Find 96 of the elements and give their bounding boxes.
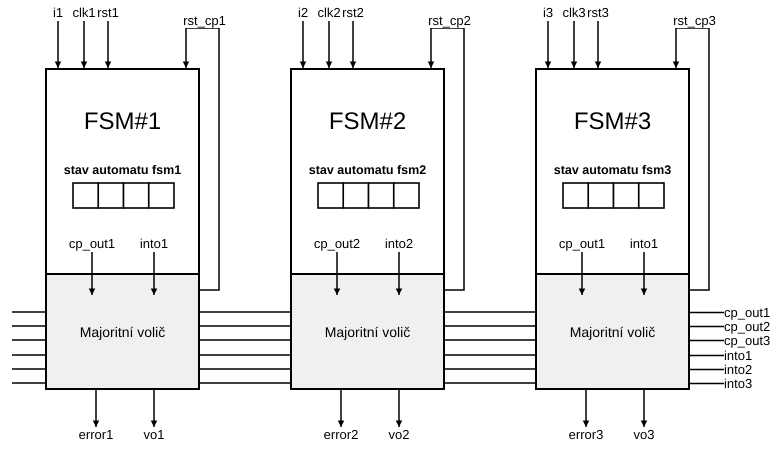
signal-label: into2 <box>724 362 752 377</box>
arrow <box>396 390 402 427</box>
signal-label: rst1 <box>97 5 119 20</box>
signal-label: into1 <box>630 236 658 251</box>
signal-line <box>445 354 535 356</box>
arrow <box>428 27 465 291</box>
signal-label: cp_out2 <box>314 236 360 251</box>
signal-line <box>690 312 724 314</box>
arrow <box>326 21 332 68</box>
arrow <box>578 252 586 295</box>
signal-label: cp_out3 <box>724 333 770 348</box>
arrow <box>672 27 710 291</box>
signal-line <box>12 325 45 327</box>
block-label: Majoritní volič <box>80 324 166 340</box>
arrow <box>582 390 590 427</box>
arrow <box>92 390 100 427</box>
arrow <box>150 390 158 427</box>
block-title: FSM#3 <box>572 108 652 136</box>
fsm-block <box>290 68 445 275</box>
signal-label: error1 <box>78 427 114 442</box>
signal-label: cp_out1 <box>724 305 770 320</box>
signal-label: cp_out1 <box>68 236 116 251</box>
block-title: FSM#1 <box>82 108 162 136</box>
signal-line <box>200 368 290 370</box>
signal-line <box>445 382 535 384</box>
signal-line <box>445 311 535 313</box>
signal-label: i1 <box>52 5 64 20</box>
signal-line <box>445 368 535 370</box>
edge-label: rst_cp3 <box>672 14 717 28</box>
block-label: Majoritní volič <box>570 324 656 340</box>
signal-line <box>445 339 535 341</box>
signal-line <box>200 339 290 341</box>
arrow <box>338 390 344 427</box>
signal-label: rst2 <box>342 5 364 20</box>
signal-line <box>200 354 290 356</box>
signal-line <box>690 354 724 356</box>
arrow <box>350 21 356 68</box>
signal-line <box>12 339 45 341</box>
arrow <box>104 21 112 68</box>
signal-label: into1 <box>724 348 752 363</box>
majority-voter-block <box>45 273 200 390</box>
arrow <box>80 21 88 68</box>
block-title: FSM#2 <box>328 108 408 136</box>
arrow <box>594 21 602 68</box>
register-drawing <box>562 182 665 209</box>
arrow <box>396 252 402 295</box>
signal-label: error3 <box>568 427 604 442</box>
signal-label: into3 <box>724 376 752 391</box>
fsm-block <box>535 68 690 275</box>
signal-line <box>200 311 290 313</box>
majority-voter-block <box>290 273 445 390</box>
block-label: Majoritní volič <box>324 324 410 340</box>
arrow <box>570 21 578 68</box>
signal-line <box>12 354 45 356</box>
majority-voter-block <box>535 273 690 390</box>
signal-line <box>200 325 290 327</box>
signal-label: cp_out2 <box>724 319 770 334</box>
signal-label: error2 <box>324 427 358 442</box>
arrow <box>150 252 158 295</box>
arrow <box>544 21 552 68</box>
arrow <box>182 27 220 291</box>
edge-label: rst_cp1 <box>182 14 227 28</box>
fsm-block <box>45 68 200 275</box>
signal-label: vo2 <box>388 427 410 442</box>
signal-label: i3 <box>542 5 554 20</box>
register-drawing <box>72 182 175 209</box>
signal-line <box>12 311 45 313</box>
signal-label: i2 <box>298 5 308 20</box>
arrow <box>88 252 96 295</box>
edge-label: rst_cp2 <box>427 14 472 28</box>
signal-line <box>12 382 45 384</box>
signal-line <box>690 326 724 328</box>
register-drawing <box>317 182 420 209</box>
signal-label: into2 <box>384 236 414 251</box>
signal-line <box>445 325 535 327</box>
signal-label: cp_out1 <box>558 236 606 251</box>
signal-label: clk1 <box>72 5 96 20</box>
signal-label: into1 <box>140 236 168 251</box>
signal-label: rst3 <box>587 5 609 20</box>
signal-line <box>200 382 290 384</box>
signal-line <box>690 382 724 384</box>
signal-label: vo1 <box>144 427 164 442</box>
signal-line <box>690 340 724 342</box>
signal-label: clk2 <box>317 5 341 20</box>
arrow <box>54 21 62 68</box>
signal-line <box>12 368 45 370</box>
signal-label: clk3 <box>562 5 586 20</box>
arrow <box>300 21 306 68</box>
arrow <box>640 252 648 295</box>
signal-label: vo3 <box>634 427 654 442</box>
arrow <box>334 252 340 295</box>
signal-line <box>690 368 724 370</box>
arrow <box>640 390 648 427</box>
register-caption: stav automatu fsm3 <box>552 163 672 178</box>
register-caption: stav automatu fsm2 <box>308 163 428 178</box>
register-caption: stav automatu fsm1 <box>62 163 182 178</box>
